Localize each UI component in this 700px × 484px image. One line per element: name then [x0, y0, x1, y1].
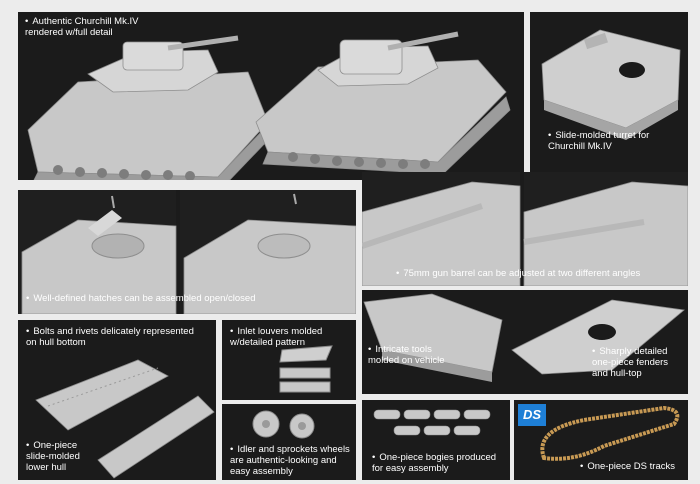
caption-lower-hull: One-piece slide-molded lower hull	[26, 440, 80, 473]
bogies-render	[373, 409, 491, 436]
caption-authentic: Authentic Churchill Mk.IV rendered w/ful…	[25, 16, 138, 38]
lower-hull-render	[35, 359, 215, 479]
barrel-render	[362, 172, 688, 286]
wheels-render	[252, 410, 315, 439]
panel-authentic-churchill: Authentic Churchill Mk.IV rendered w/ful…	[18, 12, 524, 180]
caption-tools: Intricate tools molded on vehicle	[368, 344, 445, 366]
caption-bolts: Bolts and rivets delicately represented …	[26, 326, 194, 348]
ds-logo: DS	[518, 404, 546, 426]
panel-barrel: 75mm gun barrel can be adjusted at two d…	[362, 172, 688, 286]
caption-wheels: Idler and sprockets wheels are authentic…	[230, 444, 350, 477]
panel-tools-fenders: Intricate tools molded on vehicle Sharpl…	[362, 290, 688, 394]
panel-lower-hull: Bolts and rivets delicately represented …	[18, 320, 216, 480]
ds-tracks-render	[540, 405, 680, 461]
churchill-tanks-render	[27, 31, 511, 180]
turret-render	[541, 29, 681, 140]
caption-hatches: Well-defined hatches can be assembled op…	[26, 293, 255, 304]
panel-louvers: Inlet louvers molded w/detailed pattern	[222, 320, 356, 400]
panel-turret: Slide-molded turret for Churchill Mk.IV	[530, 12, 688, 180]
caption-bogies: One-piece bogies produced for easy assem…	[372, 452, 496, 474]
panel-hatches: Well-defined hatches can be assembled op…	[18, 190, 356, 314]
panel-wheels: Idler and sprockets wheels are authentic…	[222, 404, 356, 480]
caption-fenders: Sharply detailed one-piece fenders and h…	[592, 346, 668, 379]
caption-barrel: 75mm gun barrel can be adjusted at two d…	[396, 268, 640, 279]
caption-turret: Slide-molded turret for Churchill Mk.IV	[548, 130, 649, 152]
caption-louvers: Inlet louvers molded w/detailed pattern	[230, 326, 322, 348]
caption-ds-tracks: One-piece DS tracks	[580, 461, 675, 472]
panel-bogies: One-piece bogies produced for easy assem…	[362, 400, 510, 480]
